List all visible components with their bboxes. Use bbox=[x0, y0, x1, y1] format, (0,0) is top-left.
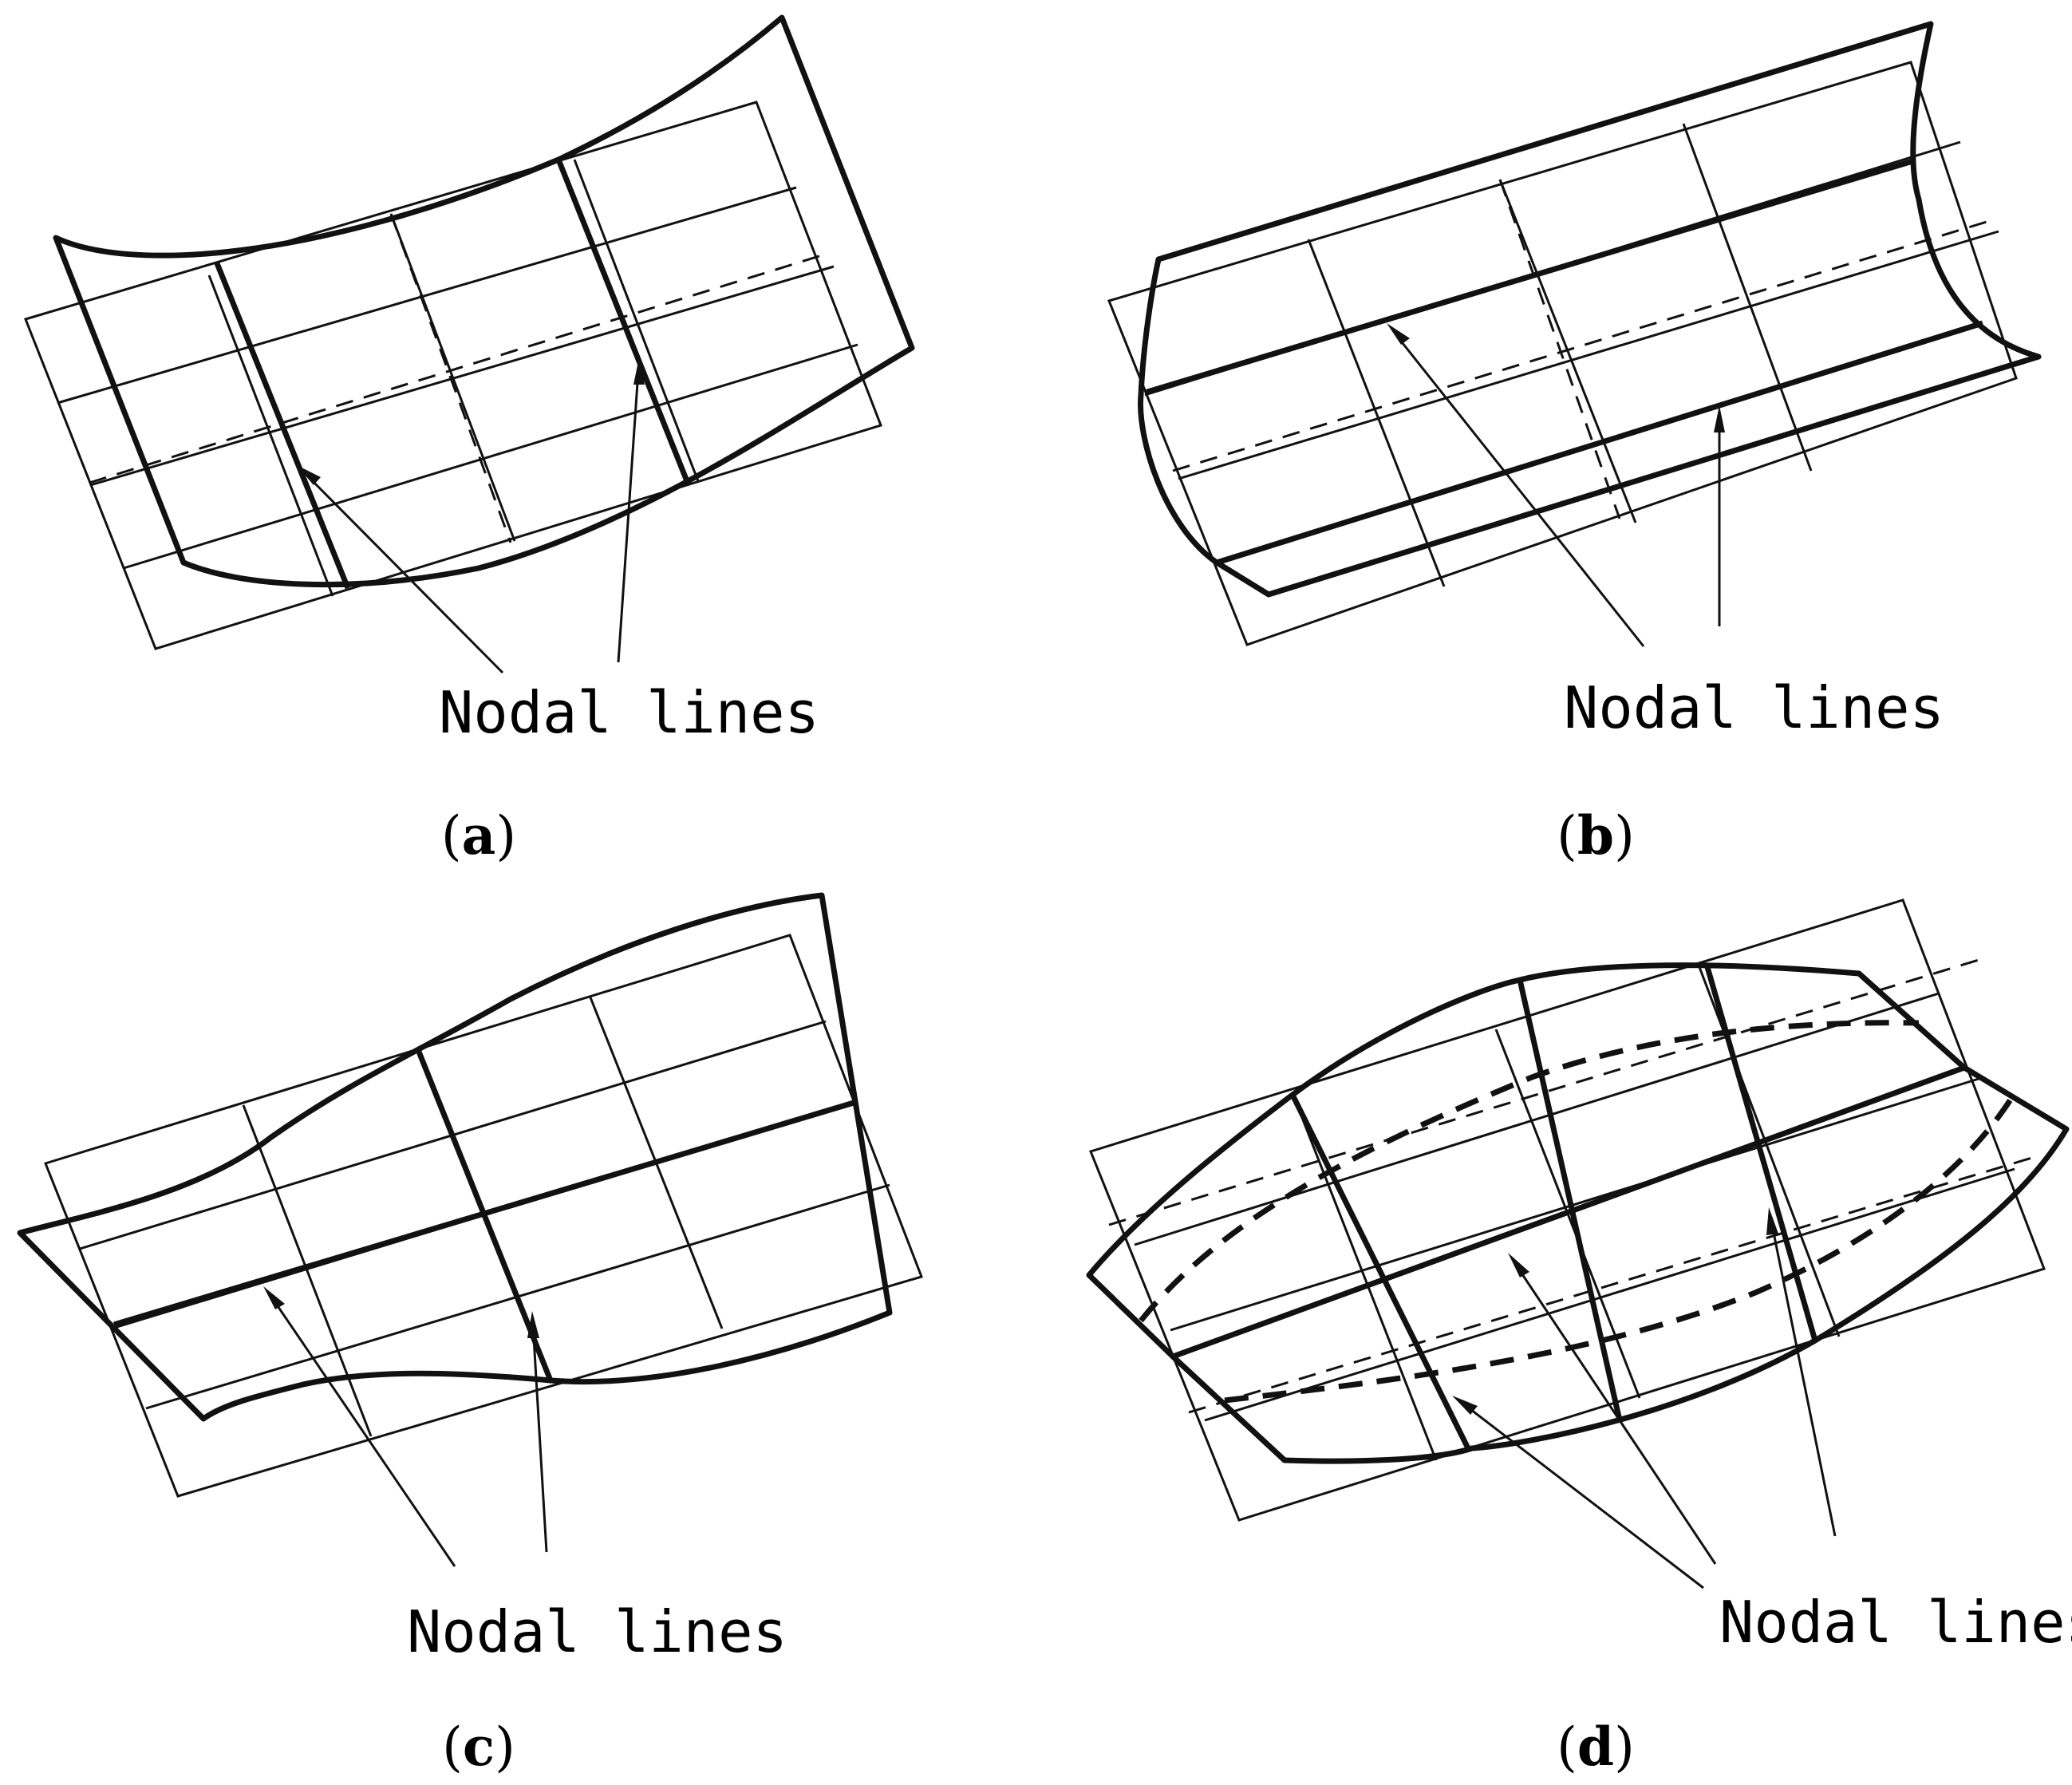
reference-plate-outline bbox=[1107, 61, 2018, 646]
nodal-line bbox=[416, 1050, 554, 1382]
panel-label: (a) bbox=[441, 804, 516, 867]
reference-plate-outline bbox=[44, 934, 923, 1498]
nodal-line bbox=[1143, 158, 1914, 396]
reference-grid-lines bbox=[57, 159, 858, 597]
reference-plate-outline bbox=[24, 101, 882, 650]
nodal-line bbox=[214, 262, 351, 590]
nodal-lines-annotation: Nodal lines bbox=[1719, 1589, 2072, 1656]
nodal-line bbox=[1517, 979, 1623, 1421]
nodal-line bbox=[1171, 1064, 1966, 1360]
nodal-line bbox=[555, 158, 692, 487]
nodal-lines-annotation: Nodal lines bbox=[1564, 674, 1944, 741]
reference-plate-outline bbox=[1089, 898, 2046, 1522]
panel-label: (b) bbox=[1557, 804, 1635, 867]
nodal-lines-annotation: Nodal lines bbox=[439, 679, 819, 746]
nodal-line bbox=[1289, 1093, 1471, 1450]
deformed-plate-outline bbox=[17, 892, 893, 1422]
deformed-plate-outline bbox=[1138, 21, 2042, 598]
panel-label: (c) bbox=[442, 1716, 515, 1778]
panel-label: (d) bbox=[1557, 1716, 1635, 1778]
nodal-line bbox=[1215, 320, 1984, 566]
panel-a: Nodal lines (a) bbox=[24, 14, 915, 867]
panel-b: Nodal lines (b) bbox=[1107, 21, 2042, 867]
panel-c: Nodal lines (c) bbox=[17, 892, 923, 1778]
deformed-plate-outline bbox=[1086, 962, 2070, 1464]
nodal-line bbox=[1704, 966, 1818, 1341]
nodal-lines-annotation: Nodal lines bbox=[407, 1598, 787, 1665]
panel-d: Nodal lines (d) bbox=[1086, 898, 2072, 1778]
deformed-plate-outline bbox=[53, 14, 915, 588]
